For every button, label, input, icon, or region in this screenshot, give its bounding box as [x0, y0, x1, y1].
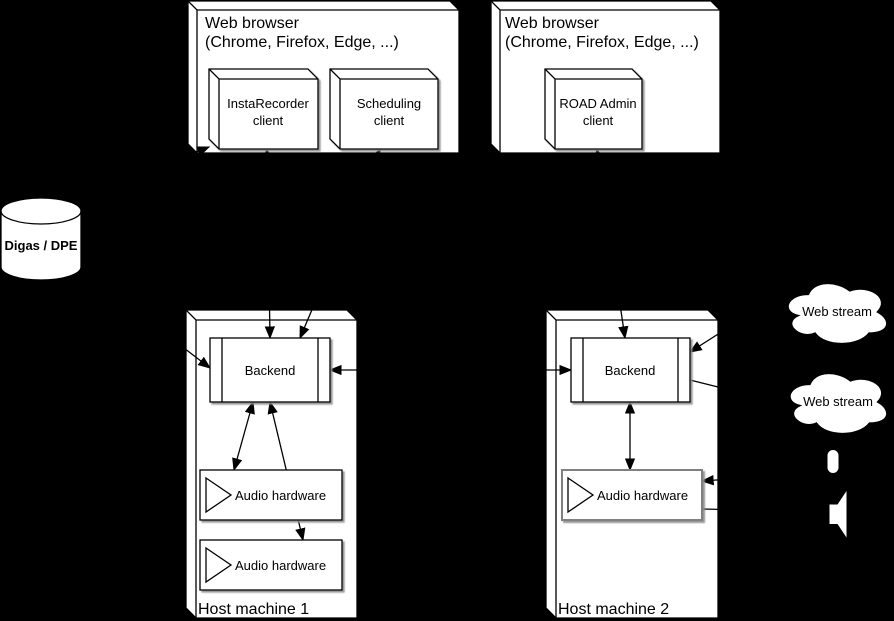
instarecorder-label-line2: client [253, 113, 284, 128]
scheduling-label-line2: client [374, 113, 405, 128]
speaker-icon [829, 491, 847, 538]
browser1-title: Web browser [205, 15, 300, 32]
audio-triangle-icon [567, 476, 595, 514]
audio-hardware-1a-box [199, 469, 343, 521]
audio-hardware-1b-label: Audio hardware [235, 558, 326, 573]
roadadmin-client-node [544, 68, 643, 150]
connector-scheduling-backend1 [299, 147, 381, 340]
audio-hardware-1a-label: Audio hardware [235, 488, 326, 503]
microphone-icon [827, 450, 839, 473]
cloud1-label: Web stream [802, 304, 872, 319]
roadadmin-label-line2: client [583, 113, 614, 128]
instarecorder-client-node [208, 68, 319, 150]
audio-hardware-2-label: Audio hardware [597, 488, 688, 503]
backend1-label: Backend [245, 363, 296, 378]
connector-instarecorder-backend1 [261, 147, 276, 340]
database-label: Digas / DPE [5, 238, 78, 253]
web-stream-cloud-1 [787, 282, 888, 345]
audio-hardware-1b-box [199, 539, 343, 591]
audio-hardware-2-box [561, 469, 703, 521]
backend-2-component [570, 337, 691, 403]
digas-dpe-database [0, 197, 82, 281]
connector-database-to-browser1 [44, 146, 211, 213]
connector-cloud1-to-backend2 [688, 284, 796, 353]
backend2-label: Backend [605, 363, 656, 378]
audio-triangle-icon [205, 476, 233, 514]
audio-triangle-icon [205, 546, 233, 584]
browser2-title: Web browser [505, 15, 600, 32]
connectors [44, 146, 836, 542]
connector-backend1-audio1a [232, 400, 255, 472]
cloud2-label: Web stream [803, 394, 873, 409]
scheduling-label-line1: Scheduling [357, 96, 421, 111]
instarecorder-label-line1: InstaRecorder [227, 96, 309, 111]
roadadmin-label-line1: ROAD Admin [559, 96, 636, 111]
connector-database-to-backend1 [80, 268, 212, 369]
host1-label: Host machine 1 [198, 601, 309, 618]
backend-1-component [209, 337, 331, 403]
connector-roadadmin-backend2 [593, 147, 629, 340]
web-stream-cloud-2 [789, 372, 888, 435]
scheduling-client-node [329, 68, 439, 150]
connector-mic-to-audio2 [700, 471, 834, 486]
connector-backend2-to-cloud2 [689, 379, 804, 411]
host2-label: Host machine 2 [558, 601, 669, 618]
browser2-subtitle: (Chrome, Firefox, Edge, ...) [505, 34, 699, 51]
browser1-subtitle: (Chrome, Firefox, Edge, ...) [205, 34, 399, 51]
connector-audio2-to-speaker [701, 506, 836, 517]
